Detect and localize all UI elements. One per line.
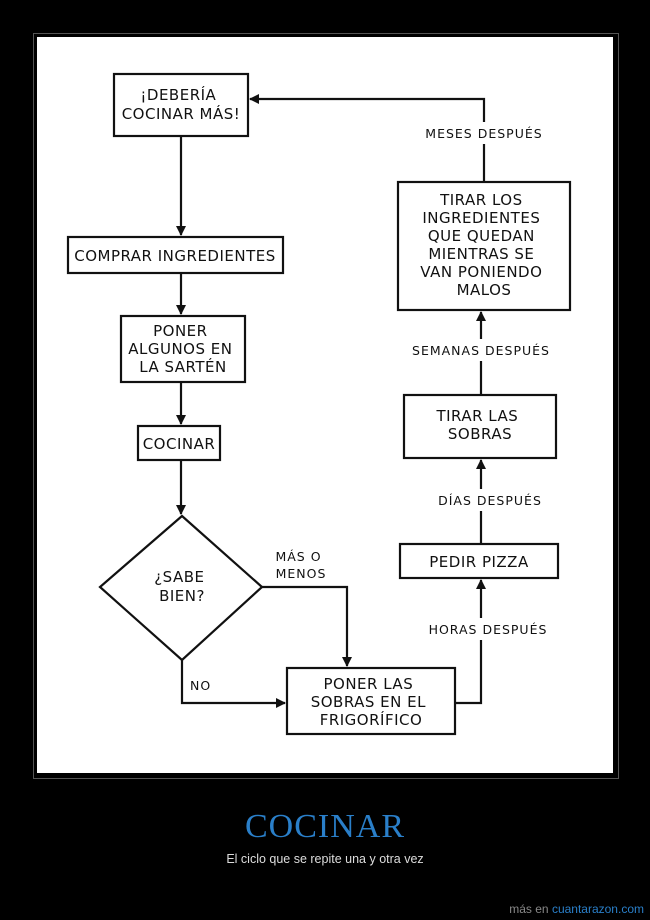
node-line: COCINAR xyxy=(143,435,216,453)
node-line: MIENTRAS SE xyxy=(428,245,534,263)
edge-frigo-to-pizza xyxy=(455,579,486,705)
edge-line: HORAS DESPUÉS xyxy=(429,622,548,637)
node-line: SOBRAS EN EL xyxy=(311,693,426,711)
node-line: LA SARTÉN xyxy=(139,357,226,376)
node-line: SOBRAS xyxy=(448,425,512,443)
node-line: COMPRAR INGREDIENTES xyxy=(74,247,276,265)
node-label-comprar: COMPRAR INGREDIENTES xyxy=(74,247,276,265)
node-line: VAN PONIENDO xyxy=(420,263,542,281)
footer-credit: más en cuantarazon.com xyxy=(509,902,644,916)
node-label-tirar-sobras: TIRAR LAS SOBRAS xyxy=(435,407,523,443)
node-label-poner-sarten: PONER ALGUNOS EN LA SARTÉN xyxy=(128,322,238,376)
node-line: TIRAR LOS xyxy=(439,191,523,209)
node-box-pedir-pizza xyxy=(398,542,560,580)
edge-label-dias: DÍAS DESPUÉS xyxy=(438,493,542,508)
node-label-cocinar-mas: ¡DEBERÍA COCINAR MÁS! xyxy=(122,85,241,123)
caption-subtitle: El ciclo que se repite una y otra vez xyxy=(226,852,424,866)
edge-label-meses: MESES DESPUÉS xyxy=(425,126,542,141)
edge-line: NO xyxy=(190,678,211,693)
node-line: INGREDIENTES xyxy=(422,209,540,227)
node-box-comprar xyxy=(66,235,285,275)
edge-line: MENOS xyxy=(276,566,327,581)
caption-title: COCINAR xyxy=(244,808,406,845)
node-label-pedir-pizza: PEDIR PIZZA xyxy=(429,553,529,571)
node-box-sobras-frigo xyxy=(285,666,457,736)
edge-line: MÁS O xyxy=(275,549,321,564)
edge-mas-o-menos xyxy=(262,585,352,667)
node-line: PONER xyxy=(153,322,207,340)
node-label-sobras-frigo: PONER LAS SOBRAS EN EL FRIGORÍFICO xyxy=(311,675,432,729)
node-line: FRIGORÍFICO xyxy=(320,710,423,729)
node-label-tirar-ingredientes: TIRAR LOS INGREDIENTES QUE QUEDAN MIENTR… xyxy=(420,191,547,299)
node-box-poner-sarten xyxy=(119,314,247,384)
comic-panel xyxy=(37,37,613,773)
edge-label-no: NO xyxy=(190,678,211,693)
edge-label-semanas: SEMANAS DESPUÉS xyxy=(412,343,550,358)
node-line: PONER LAS xyxy=(323,675,413,693)
edge-line: MESES DESPUÉS xyxy=(425,126,542,141)
node-line: ALGUNOS EN xyxy=(128,340,232,358)
node-line: ¿SABE xyxy=(154,568,204,586)
node-line: MALOS xyxy=(457,281,512,299)
node-label-cocinar: COCINAR xyxy=(143,435,216,453)
node-line: COCINAR MÁS! xyxy=(122,104,241,123)
footer-prefix: más en xyxy=(509,902,549,916)
node-line: QUE QUEDAN xyxy=(428,227,535,245)
node-label-sabe-bien: ¿SABE BIEN? xyxy=(154,568,210,605)
edge-no xyxy=(180,660,286,708)
edge-ingredientes-to-cocinar-mas xyxy=(249,94,486,182)
node-box-cocinar xyxy=(136,424,222,462)
node-line: TIRAR LAS xyxy=(435,407,518,425)
edge-label-horas: HORAS DESPUÉS xyxy=(429,622,548,637)
node-line: ¡DEBERÍA xyxy=(140,85,216,104)
node-line: PEDIR PIZZA xyxy=(429,553,529,571)
footer-link[interactable]: cuantarazon.com xyxy=(551,902,644,916)
edge-line: DÍAS DESPUÉS xyxy=(438,493,542,508)
edge-line: SEMANAS DESPUÉS xyxy=(412,343,550,358)
edge-label-mas-o-menos: MÁS O MENOS xyxy=(275,549,326,581)
flowchart: ¡DEBERÍA COCINAR MÁS! COMPRAR INGREDIENT… xyxy=(66,72,572,736)
node-line: BIEN? xyxy=(159,587,205,605)
